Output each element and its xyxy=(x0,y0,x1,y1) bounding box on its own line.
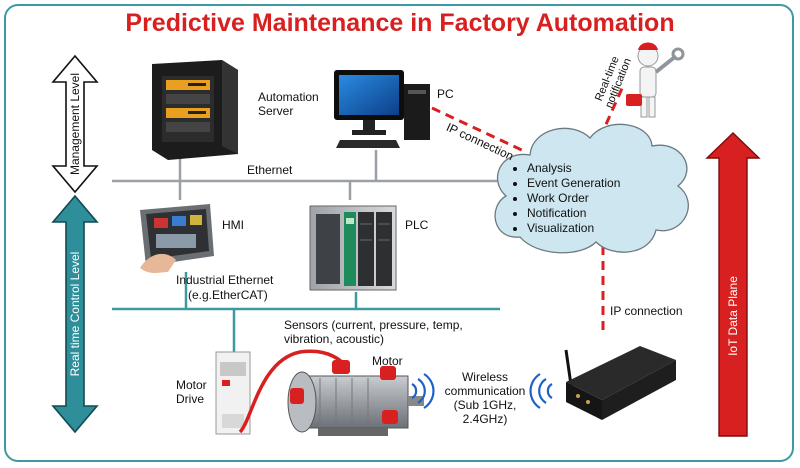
automation-server-image xyxy=(152,60,238,160)
gateway-image xyxy=(564,346,676,420)
page-title: Predictive Maintenance in Factory Automa… xyxy=(125,9,675,37)
wireless-waves-left xyxy=(411,373,435,409)
wireless-waves-right xyxy=(529,373,553,409)
ip-connection-lines xyxy=(431,85,625,336)
realtime-level-arrow xyxy=(51,194,99,434)
ethernet-label: Ethernet xyxy=(247,163,293,177)
plc-label: PLC xyxy=(405,218,429,232)
hmi-image xyxy=(140,204,214,273)
management-level-label: Management Level xyxy=(68,72,82,176)
plc-image xyxy=(309,205,397,291)
pc-label: PC xyxy=(437,87,454,101)
industrial-ethernet-label: Industrial Ethernet xyxy=(176,273,274,287)
cloud-item-event-generation: Event Generation xyxy=(527,176,620,191)
diagram-frame xyxy=(4,4,794,462)
sensors-label: Sensors (current, pressure, temp, vibrat… xyxy=(284,318,463,346)
technician-figure xyxy=(626,42,685,118)
sensor-cable xyxy=(238,349,344,434)
cloud-function-list: Analysis Event Generation Work Order Not… xyxy=(513,161,620,236)
motor-drive-label: Motor Drive xyxy=(176,378,207,406)
pc-image xyxy=(334,70,430,148)
wireless-line-3: (Sub 1GHz, xyxy=(453,398,517,412)
motor-drive-image xyxy=(215,351,251,435)
ip-connection-gateway-label: IP connection xyxy=(610,304,683,318)
management-level-arrow xyxy=(51,54,99,194)
iot-data-plane-label: IoT Data Plane xyxy=(726,276,740,356)
industrial-ethernet-note: (e.g.EtherCAT) xyxy=(188,288,268,302)
wireless-line-2: communication xyxy=(444,384,526,398)
wireless-label: Wireless communication (Sub 1GHz, 2.4GHz… xyxy=(430,370,540,426)
motor-label: Motor xyxy=(372,354,403,368)
cloud-item-work-order: Work Order xyxy=(527,191,620,206)
iot-data-plane-arrow xyxy=(705,132,761,437)
automation-server-label: Automation Server xyxy=(258,90,319,118)
cloud-item-visualization: Visualization xyxy=(527,221,620,236)
cloud-item-notification: Notification xyxy=(527,206,620,221)
analytics-cloud xyxy=(494,123,689,254)
ethernet-bus xyxy=(112,150,500,200)
wireless-line-1: Wireless xyxy=(461,370,508,384)
cloud-item-analysis: Analysis xyxy=(527,161,620,176)
motor-image xyxy=(287,360,424,436)
realtime-level-label: Real time Control Level xyxy=(68,251,82,377)
industrial-ethernet-bus xyxy=(112,272,500,352)
wireless-line-4: 2.4GHz) xyxy=(462,412,508,426)
hmi-label: HMI xyxy=(222,218,244,232)
